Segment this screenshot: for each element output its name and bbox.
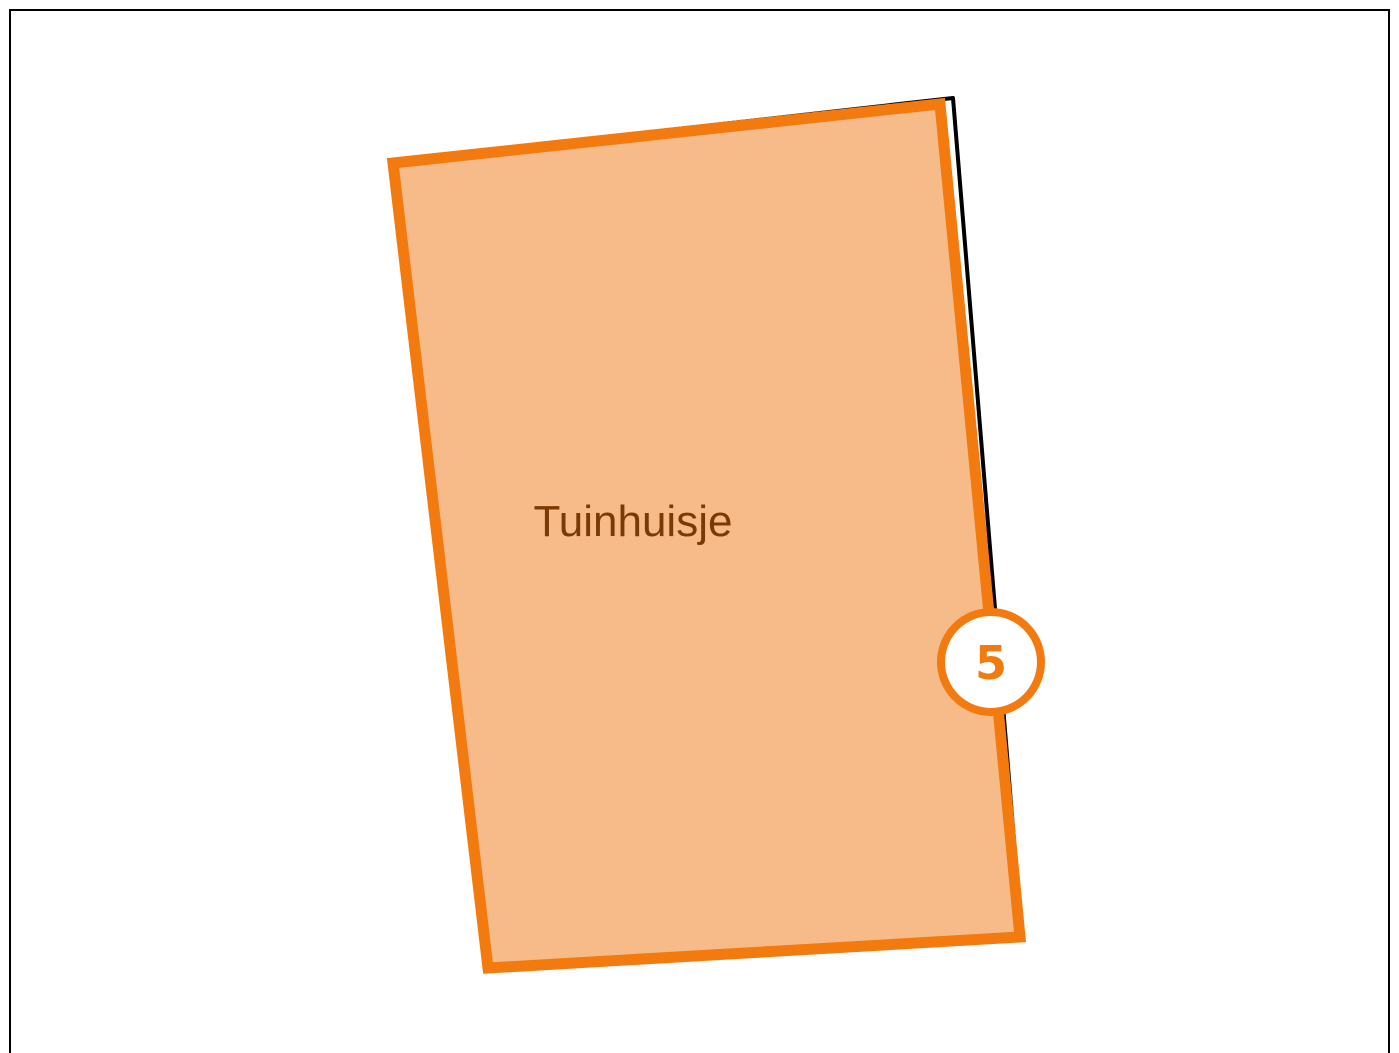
marker-5[interactable]: 5	[937, 608, 1045, 716]
parcel-label: Tuinhuisje	[534, 497, 733, 546]
marker-circle	[937, 608, 1045, 716]
marker-number: 5	[975, 636, 1007, 690]
parcel-tuinhuisje[interactable]	[386, 97, 1027, 974]
map-frame-border	[9, 9, 1390, 1053]
